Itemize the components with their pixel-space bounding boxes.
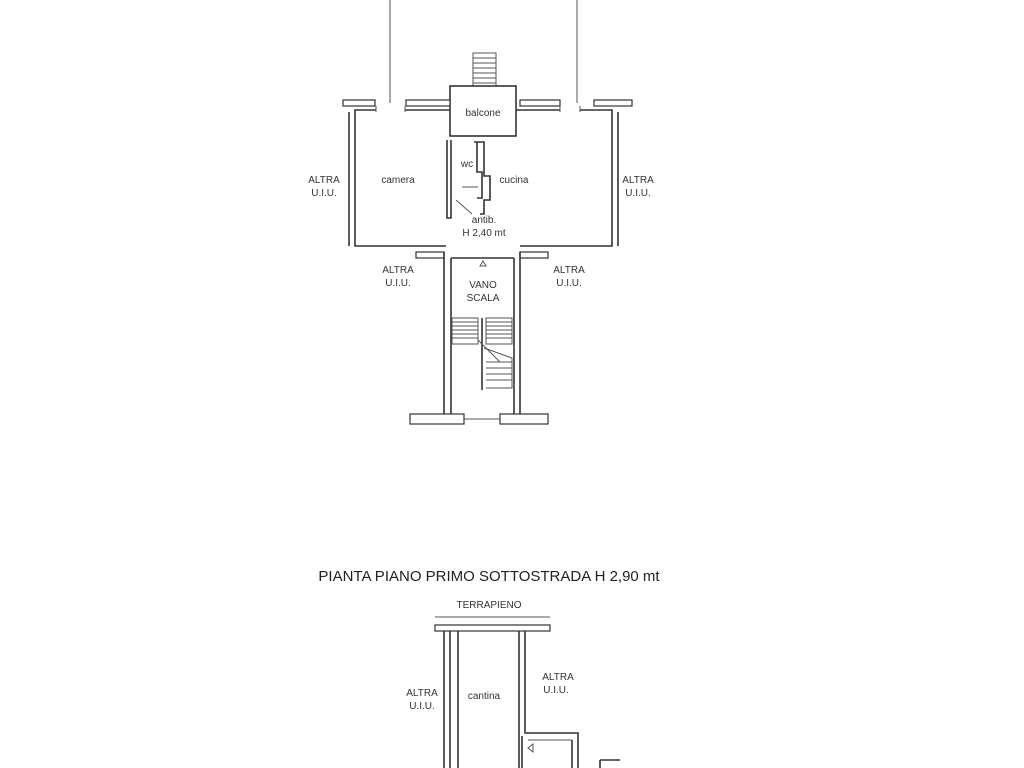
stair-flights bbox=[451, 317, 513, 390]
ground-floor-plan: balcone camera wc cucina antib. H 2,40 m… bbox=[308, 0, 654, 425]
room-label-wc: wc bbox=[460, 159, 473, 170]
room-label-vano: VANO bbox=[469, 280, 497, 291]
stair-hall bbox=[409, 251, 549, 425]
neighbour-label-altra-left: ALTRA bbox=[308, 175, 340, 186]
room-label-cucina: cucina bbox=[500, 175, 529, 186]
unit-walls bbox=[348, 106, 619, 247]
top-walls bbox=[342, 99, 633, 107]
room-label-antib: antib. bbox=[472, 215, 496, 226]
neighbour-label-uiu-lower-left: U.I.U. bbox=[385, 278, 411, 289]
neighbour-label-uiu-left: U.I.U. bbox=[311, 188, 337, 199]
room-label-camera: camera bbox=[381, 175, 415, 186]
small-stair-top bbox=[472, 52, 497, 87]
neighbour-label-altra-lower-left: ALTRA bbox=[382, 265, 414, 276]
basement-neighbour-altra-right: ALTRA bbox=[542, 672, 574, 683]
neighbour-label-uiu-lower-right: U.I.U. bbox=[556, 278, 582, 289]
neighbour-label-altra-right: ALTRA bbox=[622, 175, 654, 186]
room-label-scala: SCALA bbox=[467, 293, 500, 304]
room-height-antib: H 2,40 mt bbox=[462, 228, 506, 239]
room-label-cantina: cantina bbox=[468, 691, 501, 702]
neighbour-label-uiu-right: U.I.U. bbox=[625, 188, 651, 199]
basement-terrapieno-label: TERRAPIENO bbox=[456, 600, 521, 611]
basement-neighbour-altra-left: ALTRA bbox=[406, 688, 438, 699]
basement-plan-title: PIANTA PIANO PRIMO SOTTOSTRADA H 2,90 mt bbox=[318, 568, 660, 585]
basement-walls bbox=[434, 624, 620, 768]
room-label-balcone: balcone bbox=[465, 108, 500, 119]
basement-neighbour-uiu-left: U.I.U. bbox=[409, 701, 435, 712]
balcony-outline bbox=[449, 85, 517, 137]
interior-partitions bbox=[446, 140, 491, 219]
neighbour-label-altra-lower-right: ALTRA bbox=[553, 265, 585, 276]
basement-neighbour-uiu-right: U.I.U. bbox=[543, 685, 569, 696]
basement-plan: PIANTA PIANO PRIMO SOTTOSTRADA H 2,90 mt… bbox=[318, 568, 660, 768]
